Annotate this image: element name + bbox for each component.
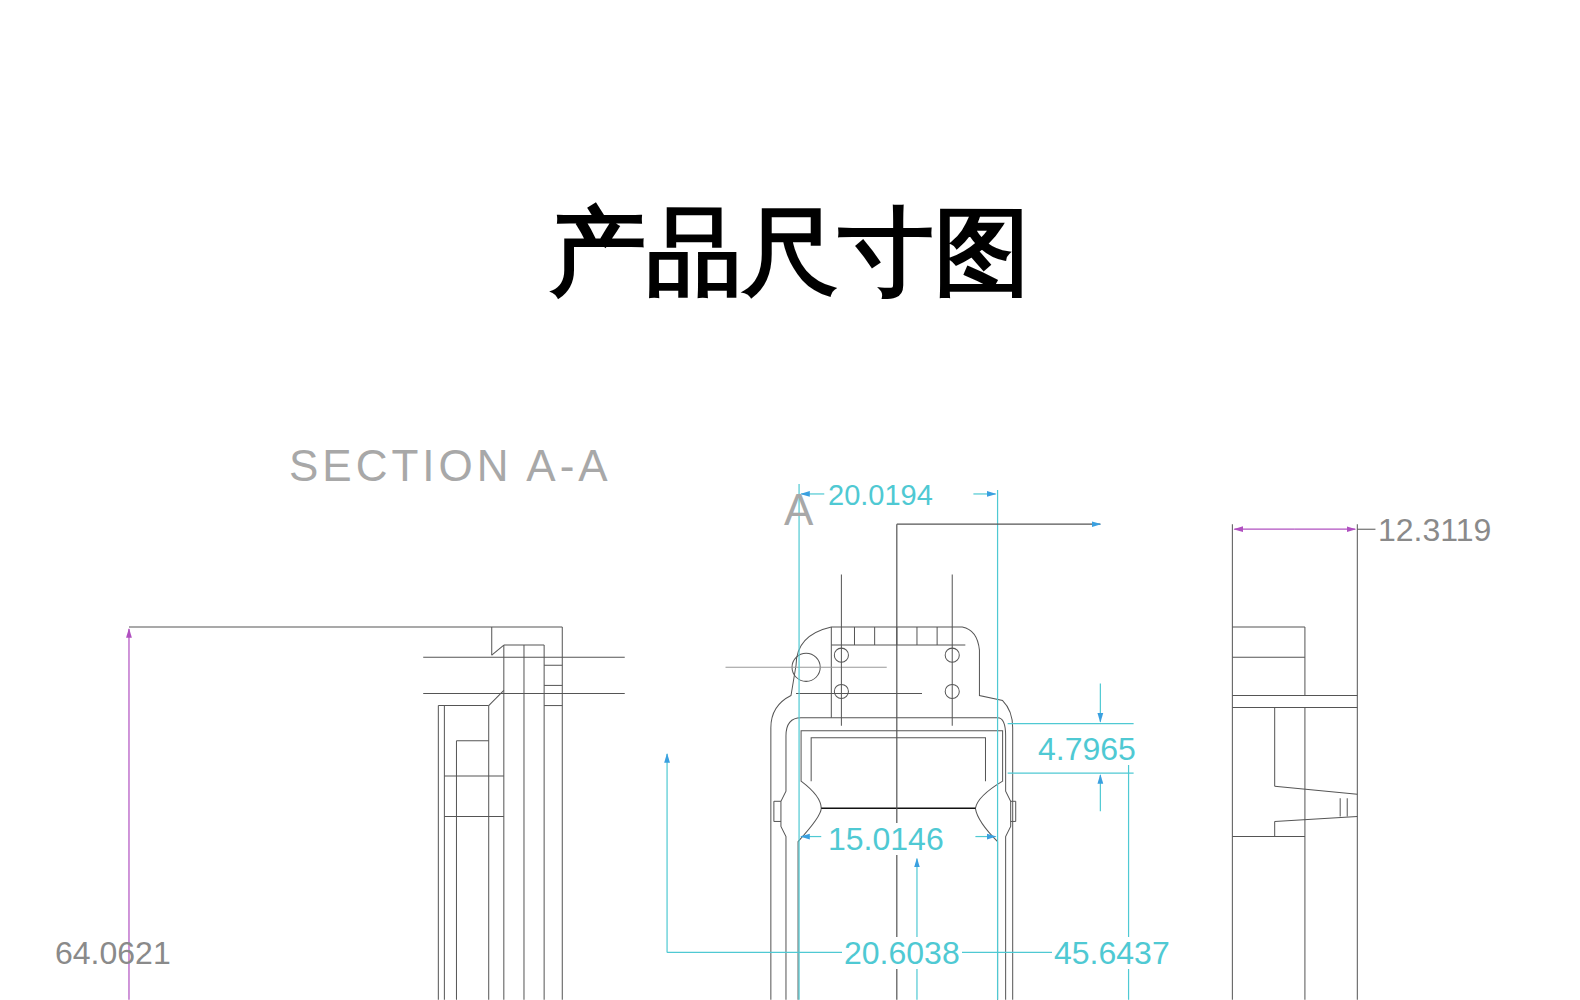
dimension-line — [1295, 529, 1355, 530]
dimension-value: 12.3119 — [1378, 514, 1491, 546]
left-view — [129, 627, 625, 1000]
dimension-value: 20.6038 — [842, 937, 962, 969]
section-view — [726, 575, 1016, 1000]
side-view — [1232, 524, 1357, 1000]
section-label: SECTION A-A — [289, 444, 612, 488]
dimension-value: 45.6437 — [1052, 937, 1172, 969]
dimension-line — [1357, 529, 1375, 530]
dimension-value: 64.0621 — [55, 937, 171, 969]
dimension-value: 4.7965 — [1036, 733, 1138, 765]
dimension-value: 15.0146 — [826, 823, 946, 855]
dimension-line — [1234, 529, 1294, 530]
section-label: A — [784, 488, 813, 532]
dimension-value: 20.0194 — [826, 481, 935, 510]
page-title: 产品尺寸图 — [0, 189, 1580, 319]
